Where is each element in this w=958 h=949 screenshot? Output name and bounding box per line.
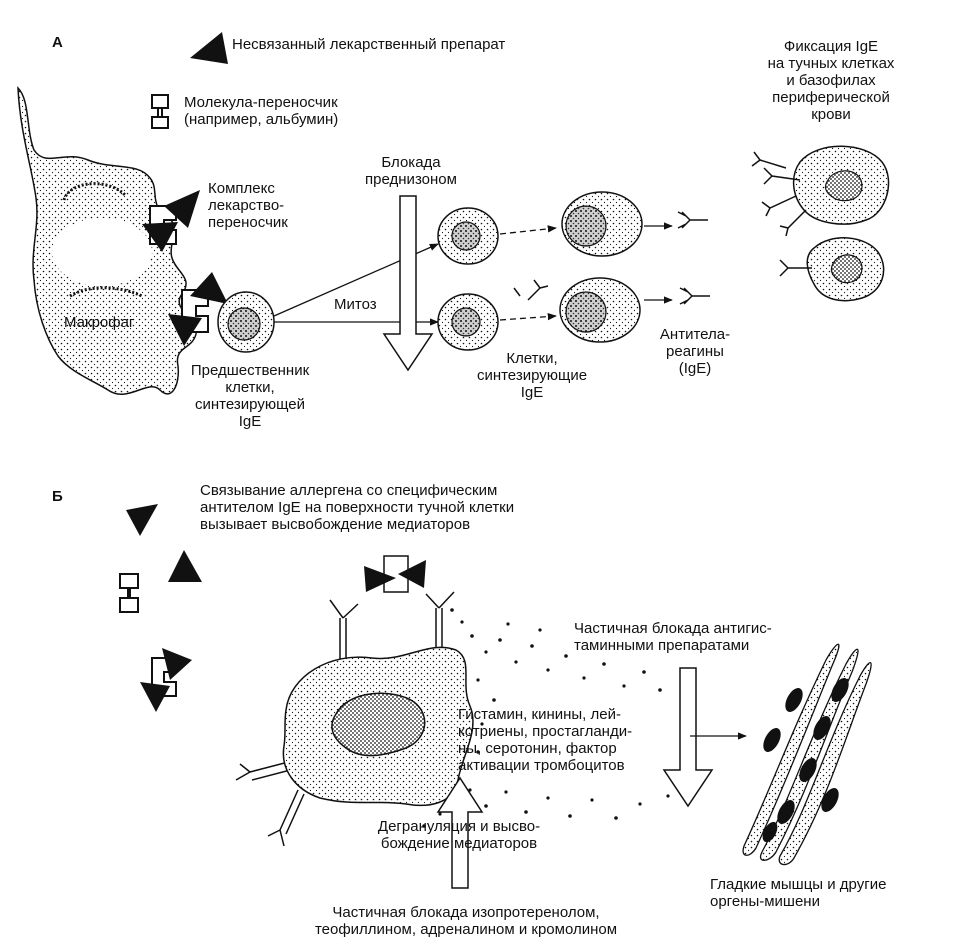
allergen-carrier-complex-b <box>140 648 192 712</box>
legend-carrier-molecule: Молекула-переносчик (например, альбумин) <box>184 94 339 128</box>
isoproterenol-block-arrow <box>436 776 484 889</box>
allergen-binding-label: Связывание аллергена со специфическим ан… <box>200 482 515 533</box>
ige-antibody-1 <box>677 211 708 229</box>
mediators-list-label: Гистамин, кинины, лей- котриены, простаг… <box>458 706 633 774</box>
mitosis-label: Митоз <box>334 296 377 313</box>
prednisone-block-label: Блокада преднизоном <box>365 154 457 188</box>
panel-b-letter: Б <box>52 488 63 505</box>
degranulation-label: Дегрануляция и высво- бождение медиаторо… <box>377 818 541 852</box>
ige-antibody-free <box>513 279 549 301</box>
released-mediator-granules <box>422 608 670 828</box>
complex-label: Комплекс лекарство- переносчик <box>208 180 288 231</box>
plasma-nucleus-upper <box>451 221 481 251</box>
antihistamine-block-label: Частичная блокада антигис- таминными пре… <box>574 620 772 654</box>
ige-cell-nucleus-lower <box>565 291 607 333</box>
isoproterenol-block-label: Частичная блокада изопротеренолом, теофи… <box>314 904 618 938</box>
smooth-muscle-label: Гладкие мышцы и другие оргены-мишени <box>710 876 887 910</box>
prednisone-block-arrow <box>382 195 434 372</box>
plasma-nucleus-lower <box>451 307 481 337</box>
mast-cell-upper-nucleus <box>824 170 863 202</box>
panel-a-letter: А <box>52 34 63 51</box>
ige-antibody-2 <box>679 287 710 305</box>
precursor-label: Предшественник клетки, синтезирующей IgE <box>190 362 310 430</box>
mast-cell-ige-receptors <box>235 591 455 847</box>
mast-cell-upper-receptors <box>751 151 807 237</box>
smooth-muscle-bundle <box>742 643 872 866</box>
antihistamine-block-arrow <box>662 667 714 808</box>
allergen-triangle-2 <box>168 550 202 582</box>
dashed-arrow-upper <box>499 225 557 235</box>
basophil-receptor <box>779 259 812 277</box>
macrophage-label: Макрофаг <box>64 314 135 331</box>
allergen-triangle-1 <box>126 504 158 536</box>
drug-carrier-complex-lower <box>168 272 228 346</box>
ige-cells-label: Клетки, синтезирующие IgE <box>476 350 588 401</box>
legend-unbound-drug: Несвязанный лекарственный препарат <box>232 36 506 53</box>
crosslinking-allergen <box>364 555 426 593</box>
mast-cell-nucleus <box>331 692 426 757</box>
ige-fixation-label: Фиксация IgE на тучных клетках и базофил… <box>767 38 895 123</box>
unbound-drug-icon <box>190 32 228 64</box>
dashed-arrow-lower <box>499 312 557 321</box>
basophil-nucleus <box>830 254 863 284</box>
carrier-molecule-icon <box>151 94 169 129</box>
macrophage-vacuole <box>52 218 152 286</box>
macrophage-granules-top <box>62 182 128 201</box>
ige-cell-nucleus-upper <box>565 205 607 247</box>
macrophage-granules-bottom <box>69 286 143 298</box>
reagins-label: Антитела- реагины (IgE) <box>659 326 731 377</box>
carrier-molecule-b <box>119 573 139 613</box>
drug-carrier-complex-upper <box>142 190 200 252</box>
precursor-nucleus <box>227 307 261 341</box>
